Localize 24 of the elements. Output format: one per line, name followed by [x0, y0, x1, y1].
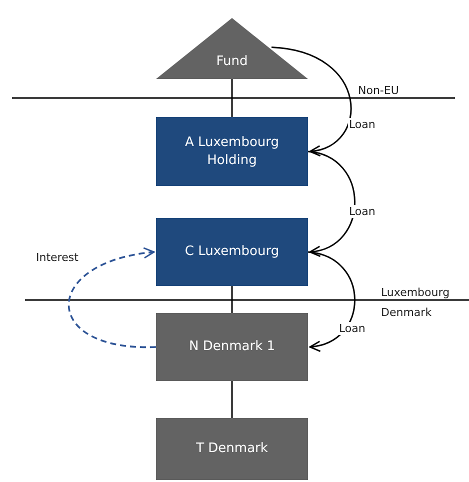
entity-box: [156, 218, 308, 286]
arrow: [308, 150, 356, 256]
region-label: Luxembourg: [381, 286, 450, 299]
node-label: C Luxembourg: [184, 243, 280, 261]
connector-line: [231, 381, 233, 418]
edge-label: Loan: [338, 322, 366, 335]
node-label: A Luxembourg Holding: [184, 134, 280, 170]
node-label: T Denmark: [196, 440, 268, 458]
connector-line: [231, 286, 233, 313]
fund-triangle: [156, 18, 308, 79]
entity-box: [156, 418, 308, 480]
connector-line: [231, 79, 233, 117]
entity-box: [156, 313, 308, 381]
arrow: [271, 46, 352, 156]
edge-label: Interest: [35, 251, 80, 264]
node-label: N Denmark 1: [188, 338, 275, 356]
edge-label: Loan: [348, 118, 376, 131]
arrow: [308, 251, 356, 351]
region-label: Non-EU: [358, 84, 399, 97]
edge-label: Loan: [348, 205, 376, 218]
region-label: Denmark: [381, 306, 432, 319]
entity-box: [156, 117, 308, 186]
node-label: Fund: [216, 53, 248, 71]
arrow: [68, 248, 156, 348]
